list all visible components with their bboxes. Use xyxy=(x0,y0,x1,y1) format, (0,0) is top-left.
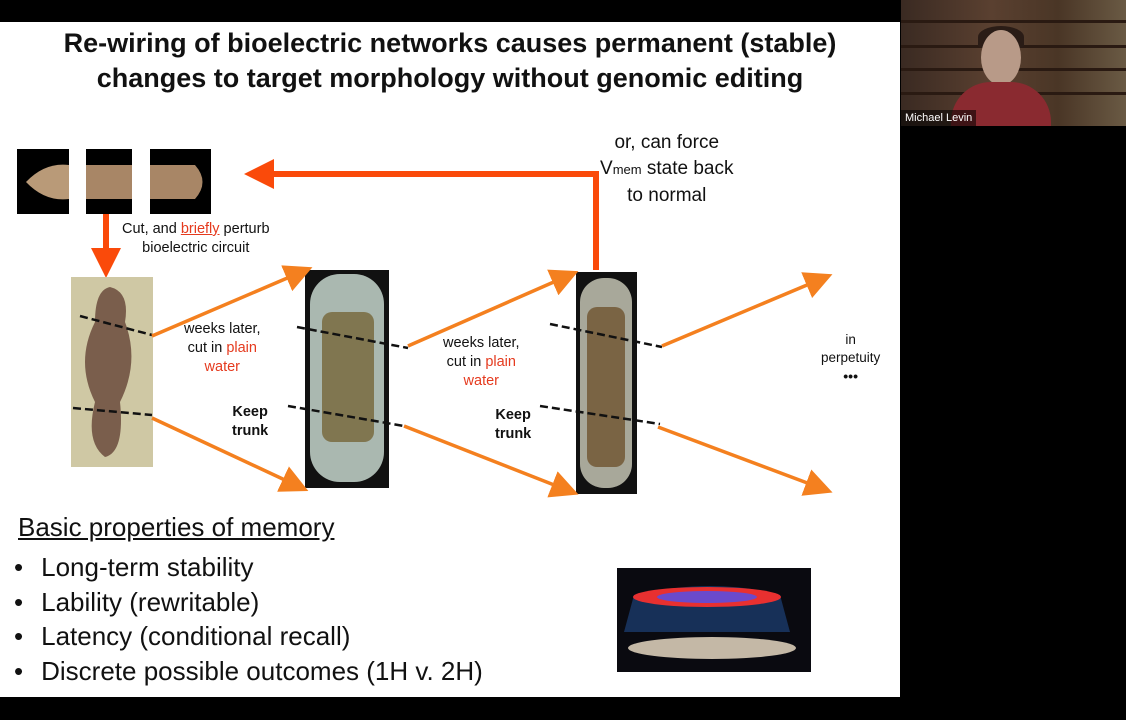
list-item: Latency (conditional recall) xyxy=(14,619,483,654)
cut-instruction: Cut, and briefly perturb bioelectric cir… xyxy=(122,221,270,256)
memory-heading: Basic properties of memory xyxy=(18,512,335,542)
progression-arrows xyxy=(151,265,833,498)
force-note: or, can force Vmem state back to normal xyxy=(600,132,734,206)
memory-properties-list: Long-term stability Lability (rewritable… xyxy=(14,550,483,688)
list-item: Lability (rewritable) xyxy=(14,585,483,620)
diagram xyxy=(17,149,833,672)
slide-title: Re-wiring of bioelectric networks causes… xyxy=(63,28,837,93)
list-item: Long-term stability xyxy=(14,550,483,585)
list-item: Discrete possible outcomes (1H v. 2H) xyxy=(14,654,483,689)
original-worm-fragments xyxy=(17,149,211,214)
participant-video-tile[interactable]: Michael Levin xyxy=(901,0,1126,126)
feedback-arrow xyxy=(244,159,599,270)
participant-name: Michael Levin xyxy=(901,110,977,126)
presentation-slide: Re-wiring of bioelectric networks causes… xyxy=(0,22,900,697)
